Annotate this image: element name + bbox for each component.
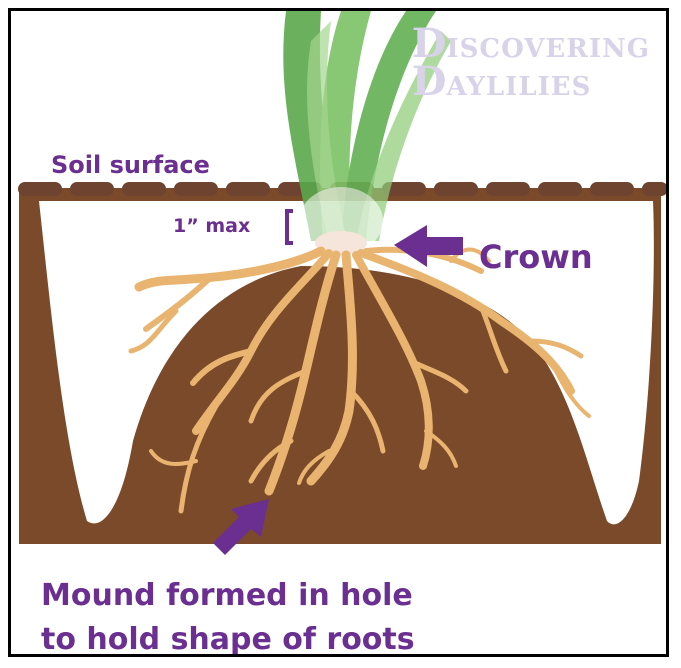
caption-line-2: to hold shape of roots: [41, 618, 415, 657]
caption-line-1: Mound formed in hole: [41, 574, 415, 618]
depth-max-label: 1” max: [173, 215, 250, 237]
mound-caption: Mound formed in hole to hold shape of ro…: [41, 574, 415, 657]
soil-surface-label: Soil surface: [51, 151, 210, 179]
crown-label: Crown: [479, 238, 593, 276]
discovering-daylilies-logo: DISCOVERING DAYLILIES: [412, 29, 650, 105]
depth-bracket-icon: [287, 211, 293, 243]
diagram-frame: DISCOVERING DAYLILIES Soil surface 1” ma…: [8, 8, 669, 657]
planting-illustration: [11, 11, 669, 657]
